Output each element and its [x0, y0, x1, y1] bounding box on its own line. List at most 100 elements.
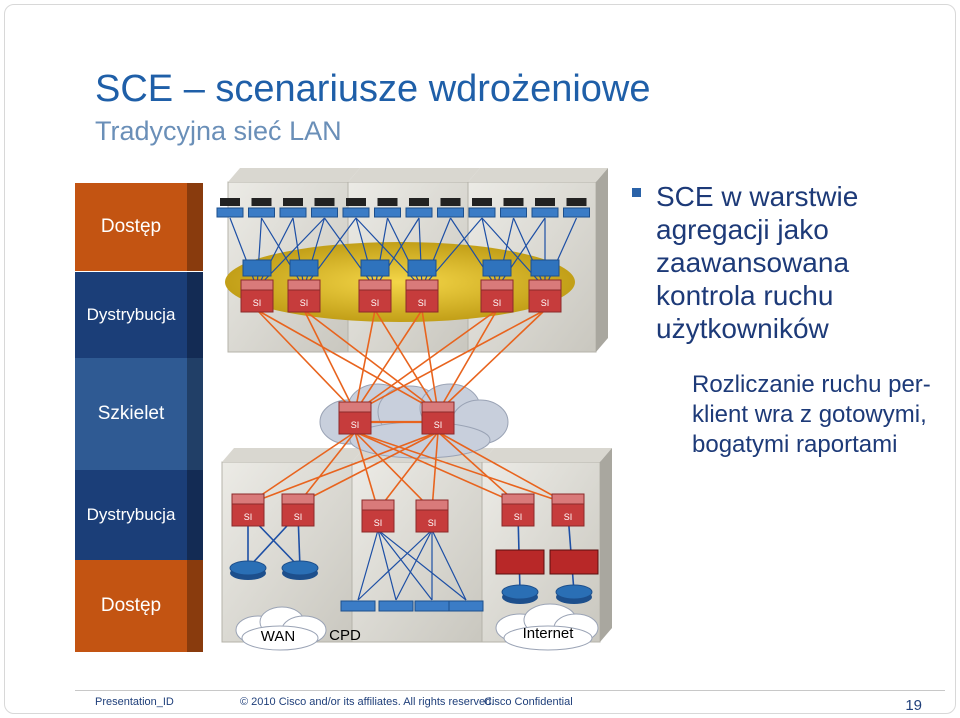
- access-switch: [500, 207, 527, 218]
- wan-cloud: [235, 606, 327, 651]
- si-label: SI: [294, 512, 303, 522]
- link: [431, 431, 439, 511]
- core-switch-body: [421, 411, 455, 435]
- l2-switch: [407, 259, 437, 277]
- si-label: SI: [371, 298, 380, 308]
- layer-access-top: Dostęp: [75, 183, 187, 271]
- link: [357, 529, 379, 601]
- link: [421, 309, 439, 413]
- distribution-switch-bottom-body: [501, 503, 535, 527]
- link: [247, 431, 439, 505]
- distribution-switch-top: [528, 279, 562, 291]
- access-switch: [468, 207, 496, 218]
- link: [357, 529, 433, 601]
- port-block: [377, 198, 398, 206]
- si-label: SI: [351, 420, 360, 430]
- link: [437, 431, 569, 505]
- distribution-switch-body: [528, 289, 562, 313]
- port-block: [283, 198, 303, 206]
- link: [303, 309, 356, 413]
- distribution-switch-body: [358, 289, 392, 313]
- router: [555, 584, 593, 600]
- l2-switch: [242, 259, 272, 277]
- l2-switch: [289, 259, 319, 277]
- l2-switch: [360, 259, 390, 277]
- distribution-switch-bottom-body: [361, 509, 395, 533]
- si-label: SI: [514, 512, 523, 522]
- l2-switch: [482, 259, 512, 277]
- si-label: SI: [253, 298, 262, 308]
- aggregation-halo: [225, 242, 575, 322]
- si-label: SI: [493, 298, 502, 308]
- slide-frame: [4, 4, 956, 714]
- link: [437, 309, 498, 413]
- link: [354, 431, 379, 511]
- link: [431, 529, 467, 601]
- distribution-switch-bottom-body: [415, 509, 449, 533]
- footer-confidential: Cisco Confidential: [484, 696, 573, 708]
- link: [354, 431, 519, 505]
- port-block: [346, 198, 366, 206]
- router: [281, 560, 319, 576]
- si-label: SI: [434, 420, 443, 430]
- distribution-switch-body: [287, 289, 321, 313]
- sub-point-text: Rozliczanie ruchu per-klient wra z gotow…: [692, 371, 931, 458]
- access-switch: [531, 207, 559, 218]
- port-block: [409, 198, 429, 206]
- layer-side-core: [187, 358, 203, 470]
- access-switch: [437, 207, 464, 218]
- distribution-switch-top: [480, 279, 514, 291]
- port-block: [472, 198, 492, 206]
- access-switch: [279, 207, 307, 218]
- link: [303, 309, 439, 413]
- core-switch-body: [338, 411, 372, 435]
- port-block: [503, 198, 524, 206]
- link: [354, 309, 498, 413]
- link: [354, 309, 546, 413]
- footer-copyright: © 2010 Cisco and/or its affiliates. All …: [240, 696, 495, 708]
- distribution-switch-top: [287, 279, 321, 291]
- link: [354, 431, 569, 505]
- access-switch: [405, 207, 433, 218]
- distribution-switch-body: [405, 289, 439, 313]
- l2-switch: [530, 259, 560, 277]
- distribution-switch-top: [405, 279, 439, 291]
- page-number: 19: [905, 697, 922, 714]
- port-block: [566, 198, 587, 206]
- cpd-label: CPD: [329, 627, 361, 644]
- layer-side-distribution-top: [187, 272, 203, 358]
- link: [437, 431, 519, 505]
- access-switch: [342, 207, 370, 218]
- cpd-switch: [378, 600, 414, 612]
- core-switch-top: [338, 401, 372, 413]
- link: [297, 431, 439, 505]
- link: [395, 529, 433, 601]
- distribution-switch-bottom-top: [551, 493, 585, 505]
- layer-access-bottom: Dostęp: [75, 560, 187, 652]
- link: [377, 529, 397, 601]
- router: [501, 584, 539, 600]
- distribution-switch-bottom-body: [231, 503, 265, 527]
- distribution-switch-body: [240, 289, 274, 313]
- bullet-square: [632, 188, 641, 197]
- link: [247, 431, 356, 505]
- port-block: [251, 198, 272, 206]
- link: [437, 309, 546, 413]
- layer-distribution-top: Dystrybucja: [75, 272, 187, 358]
- access-switch: [216, 207, 244, 218]
- link: [354, 309, 376, 413]
- si-label: SI: [300, 298, 309, 308]
- footer-presentation-id: Presentation_ID: [95, 696, 174, 708]
- firewall: [495, 549, 545, 575]
- distribution-switch-bottom-body: [551, 503, 585, 527]
- access-switch: [563, 207, 590, 218]
- internet-label: Internet: [523, 625, 575, 642]
- access-switch: [311, 207, 338, 218]
- cpd-switch: [448, 600, 484, 612]
- distribution-switch-bottom-top: [231, 493, 265, 505]
- layer-core: Szkielet: [75, 358, 187, 470]
- distribution-switch-bottom-top: [361, 499, 395, 511]
- link: [256, 309, 439, 413]
